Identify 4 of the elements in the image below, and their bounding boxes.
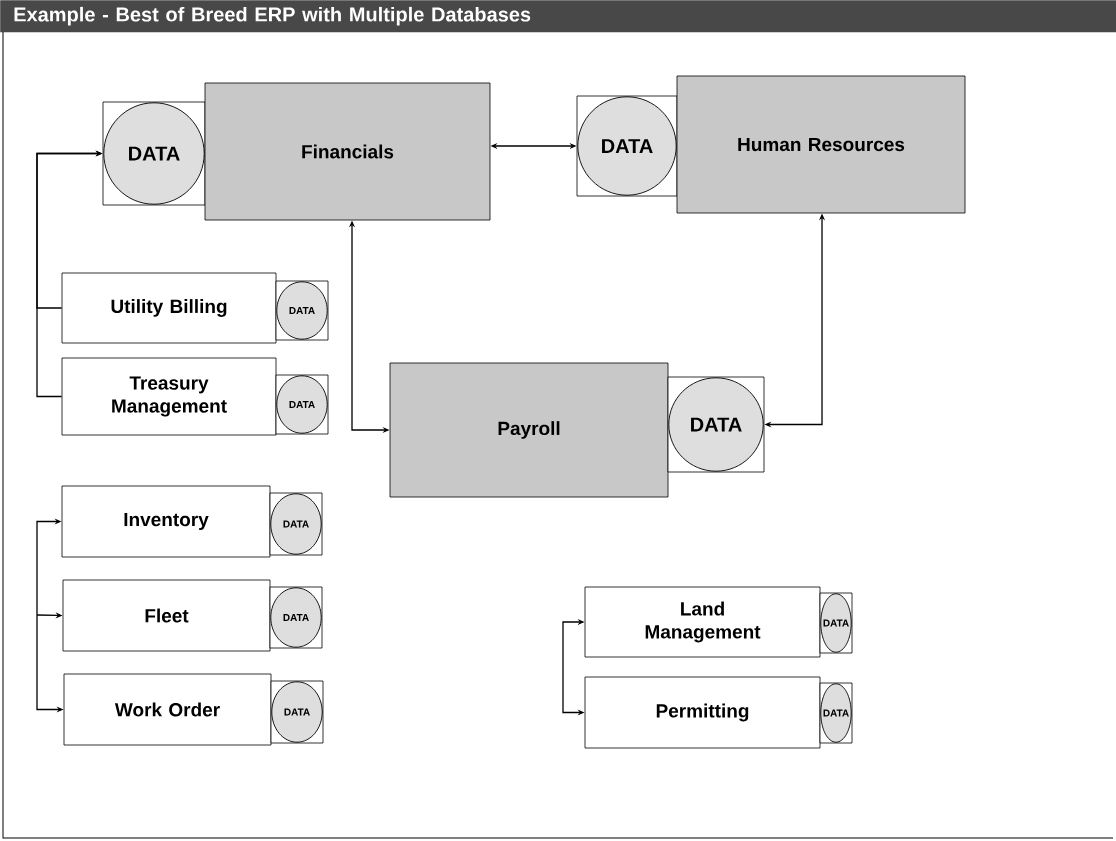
title-bar: Example - Best of Breed ERP with Multiple Databases [0,0,1116,33]
module-box: Financials [204,82,491,221]
module-box: Payroll [389,362,669,498]
module-box: Human Resources [676,75,966,214]
